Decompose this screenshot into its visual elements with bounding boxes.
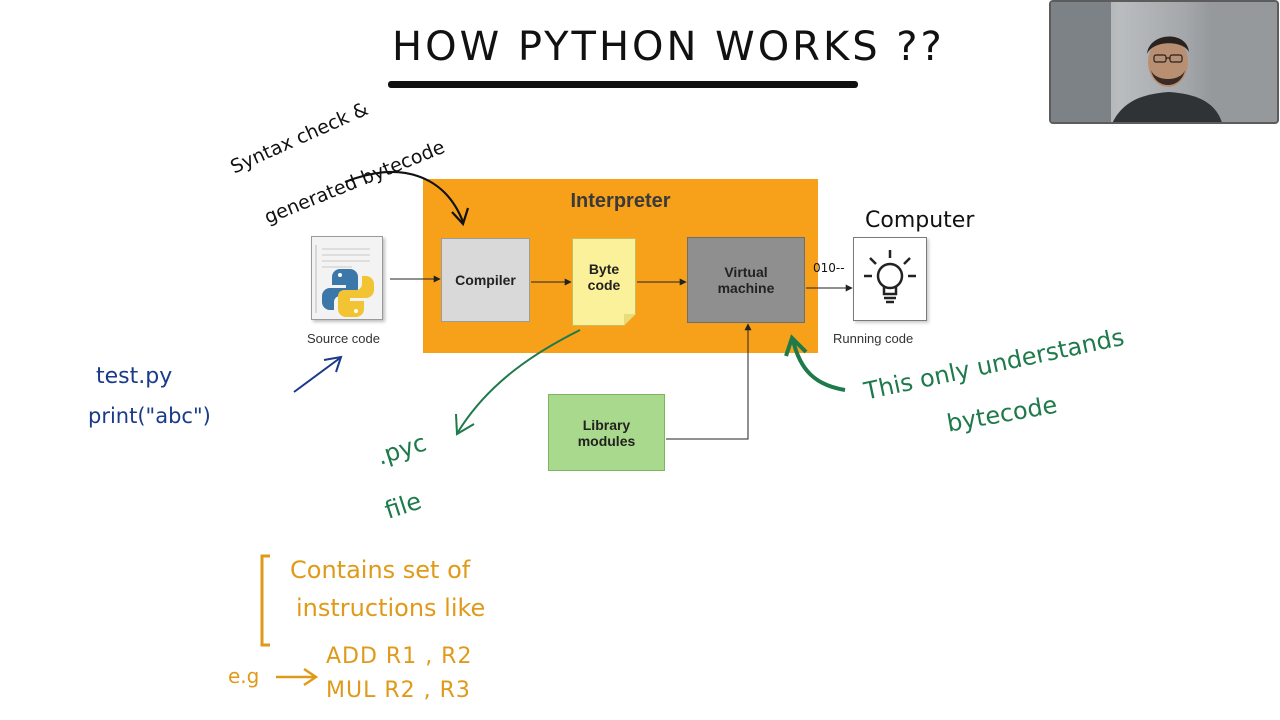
bits-label: 010-- <box>813 261 845 275</box>
vm-label-line1: Virtual <box>724 264 768 280</box>
bytecode-label-line1: Byte <box>588 261 620 277</box>
python-file-icon <box>311 236 383 320</box>
lightbulb-icon <box>864 250 916 304</box>
virtual-machine-box: Virtual machine <box>687 237 805 323</box>
bytecode-box: Byte code <box>572 238 636 326</box>
compiler-label: Compiler <box>455 272 516 288</box>
running-code-label: Running code <box>833 331 914 346</box>
computer-box <box>853 237 927 321</box>
webcam-feed <box>1049 0 1279 124</box>
contains-note-line2: instructions like <box>296 594 486 622</box>
instruction-mul: MUL R2 , R3 <box>326 678 471 703</box>
instruction-add: ADD R1 , R2 <box>326 644 473 669</box>
bytecode-label-line2: code <box>587 277 621 293</box>
compiler-box: Compiler <box>441 238 530 322</box>
library-label-line2: modules <box>577 432 636 449</box>
python-logo-icon <box>315 245 374 317</box>
source-code-label: Source code <box>307 331 380 346</box>
contains-bracket <box>260 554 270 647</box>
computer-note: Computer <box>865 208 975 233</box>
library-label-line1: Library <box>582 416 631 433</box>
vm-label-line2: machine <box>717 280 775 296</box>
bytecode-page-fold <box>624 314 636 326</box>
library-modules-box: Library modules <box>548 394 665 471</box>
interpreter-label: Interpreter <box>570 190 671 212</box>
pyc-arrow <box>457 329 581 433</box>
eg-note: e.g <box>228 664 260 688</box>
testpy-arrow <box>293 357 341 393</box>
slide-title: HOW PYTHON WORKS ?? <box>392 24 945 70</box>
arrow-library-to-vm <box>666 323 752 440</box>
title-underline <box>388 81 858 88</box>
print-note: print("abc") <box>88 404 211 428</box>
vm-note-arrow <box>791 339 846 392</box>
testpy-note: test.py <box>96 364 173 389</box>
contains-note-line1: Contains set of <box>290 556 471 584</box>
syntax-arrow <box>344 170 465 223</box>
presenter-icon <box>1051 2 1277 122</box>
